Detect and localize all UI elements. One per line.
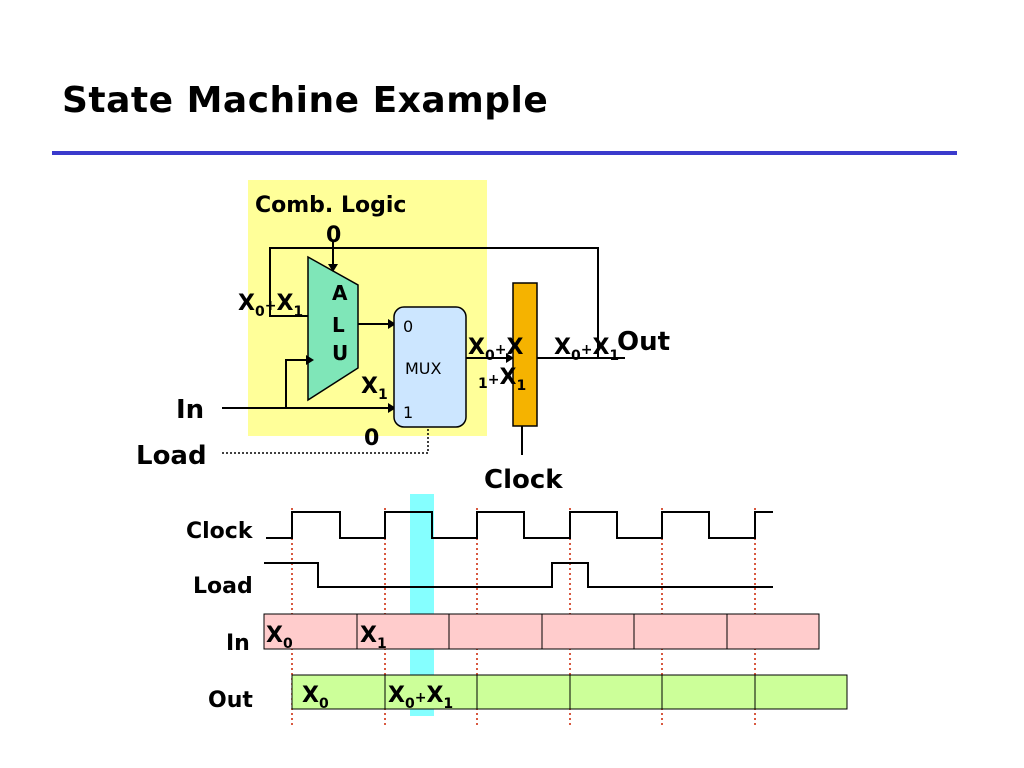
out-row-dividers: [384, 675, 756, 709]
in-wire-arrowhead: [388, 403, 396, 413]
reg-input-line1: X0+X: [468, 335, 523, 364]
mux-input0-label: 0: [403, 317, 413, 336]
mux-input1-label: 1: [403, 403, 413, 422]
circuit-in-label: In: [176, 395, 204, 425]
timing-load-label: Load: [193, 574, 253, 599]
load-select-wire: [222, 427, 429, 454]
circuit-clock-label: Clock: [484, 465, 563, 495]
mux-block: [393, 306, 467, 428]
comb-logic-label: Comb. Logic: [255, 193, 406, 218]
mux-to-reg-arrowhead: [506, 353, 514, 363]
alu-input-label: X0+X1: [238, 291, 303, 320]
timing-out-label: Out: [208, 688, 253, 713]
reg-input-line2: 1+X1: [478, 365, 526, 394]
register-block: [512, 282, 538, 427]
circuit-out-label: Out: [617, 327, 670, 357]
timing-clock-label: Clock: [186, 519, 254, 544]
clock-waveform: [266, 511, 773, 539]
in-row-dividers: [356, 614, 728, 649]
in-value-1: X1: [360, 623, 387, 652]
in-to-alu-wire: [285, 359, 310, 408]
slide-title: State Machine Example: [62, 80, 549, 121]
alu-block: [307, 255, 359, 402]
in-value-0: X0: [266, 623, 293, 652]
alu-letter-l: L: [332, 313, 345, 337]
in-to-alu-arrowhead: [306, 355, 314, 365]
mux-label: MUX: [405, 359, 442, 378]
alu-control-arrowhead: [328, 264, 338, 272]
out-value-1: X0+X1: [388, 683, 453, 712]
load-waveform: [264, 562, 773, 588]
alu-control-value: 0: [326, 223, 341, 248]
mux-select-value: 0: [364, 426, 379, 451]
mux-in1-value: X1: [361, 374, 388, 403]
reg-output-value: X0+X1: [554, 335, 619, 364]
circuit-load-label: Load: [136, 441, 207, 471]
title-rule: [52, 151, 957, 155]
out-value-0: X0: [302, 683, 329, 712]
alu-to-mux-arrowhead: [388, 319, 396, 329]
timing-in-label: In: [226, 631, 250, 656]
feedback-wire: [269, 247, 599, 358]
alu-letter-u: U: [332, 341, 348, 365]
alu-letter-a: A: [332, 281, 348, 305]
